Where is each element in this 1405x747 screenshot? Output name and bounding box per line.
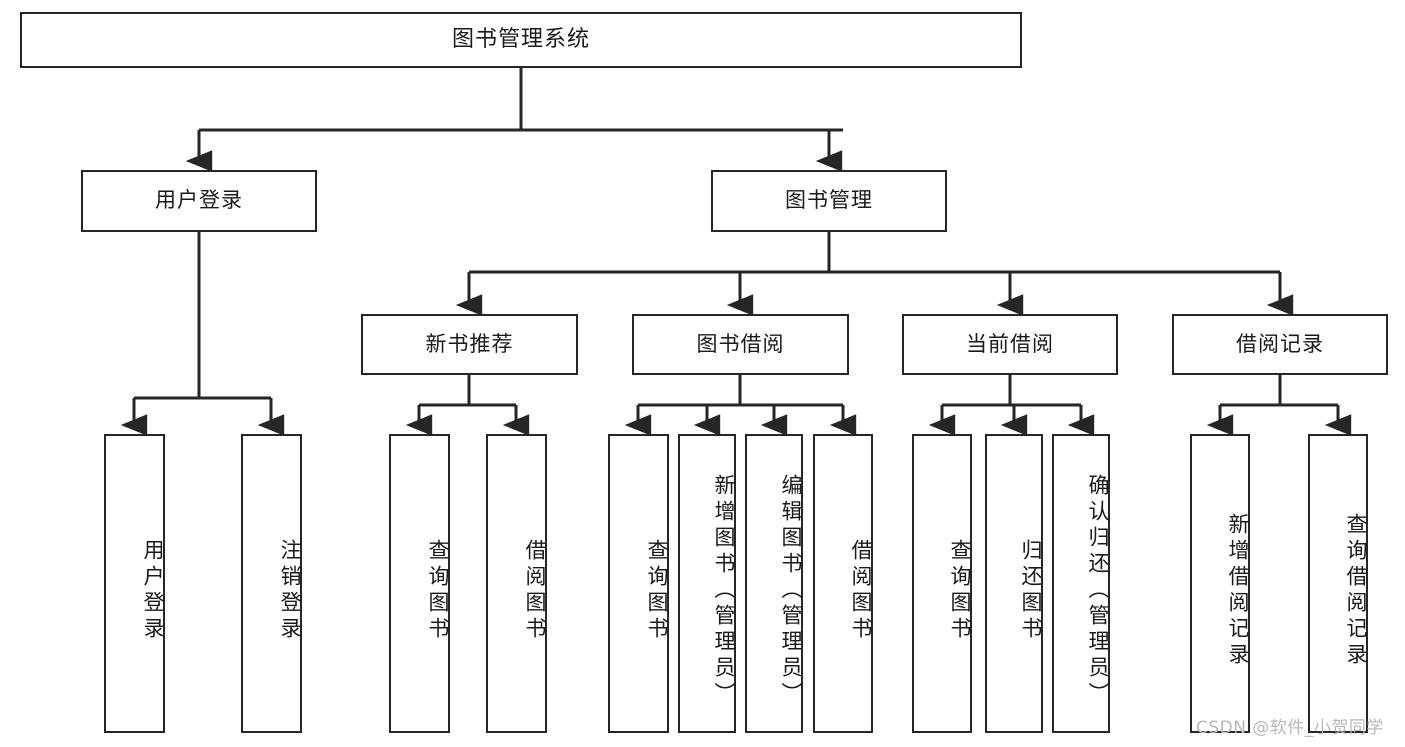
node-leaf-label: 查询图书 bbox=[426, 538, 450, 643]
node-leaf-logout[interactable]: 注销登录 bbox=[241, 434, 302, 733]
node-leaf-edit-book-admin[interactable]: 编辑图书（管理员） bbox=[745, 434, 803, 733]
node-leaf-label: 查询借阅记录 bbox=[1344, 512, 1368, 669]
node-leaf-label: 用户登录 bbox=[141, 538, 165, 643]
node-leaf-borrow-book-new[interactable]: 借阅图书 bbox=[486, 434, 547, 733]
node-leaf-label: 借阅图书 bbox=[523, 538, 547, 643]
node-leaf-query-borrow-record[interactable]: 查询借阅记录 bbox=[1308, 434, 1368, 733]
node-leaf-label: 查询图书 bbox=[645, 538, 669, 643]
node-leaf-add-book-admin[interactable]: 新增图书（管理员） bbox=[678, 434, 736, 733]
node-leaf-label: 新增借阅记录 bbox=[1226, 512, 1250, 669]
node-leaf-label: 查询图书 bbox=[948, 538, 972, 643]
node-leaf-return-book[interactable]: 归还图书 bbox=[985, 434, 1043, 733]
node-leaf-query-book-borrow[interactable]: 查询图书 bbox=[608, 434, 669, 733]
node-current-borrow[interactable]: 当前借阅 bbox=[902, 314, 1118, 375]
node-root-system[interactable]: 图书管理系统 bbox=[20, 12, 1022, 68]
node-leaf-query-book-new[interactable]: 查询图书 bbox=[389, 434, 450, 733]
node-leaf-label: 新增图书（管理员） bbox=[712, 473, 736, 708]
node-new-book-recommend[interactable]: 新书推荐 bbox=[361, 314, 578, 375]
node-leaf-label: 编辑图书（管理员） bbox=[779, 473, 803, 708]
node-leaf-label: 归还图书 bbox=[1019, 538, 1043, 643]
node-borrow-record[interactable]: 借阅记录 bbox=[1172, 314, 1388, 375]
node-leaf-query-book-current[interactable]: 查询图书 bbox=[912, 434, 972, 733]
node-leaf-label: 借阅图书 bbox=[849, 538, 873, 643]
node-leaf-user-login[interactable]: 用户登录 bbox=[104, 434, 165, 733]
node-book-borrow[interactable]: 图书借阅 bbox=[632, 314, 849, 375]
node-leaf-add-borrow-record[interactable]: 新增借阅记录 bbox=[1190, 434, 1250, 733]
node-user-login[interactable]: 用户登录 bbox=[81, 170, 317, 232]
node-leaf-label: 确认归还（管理员） bbox=[1086, 473, 1110, 708]
watermark-text: CSDN @软件_小贺同学 bbox=[1196, 718, 1384, 738]
node-leaf-label: 注销登录 bbox=[278, 538, 302, 643]
node-book-management[interactable]: 图书管理 bbox=[711, 170, 947, 232]
node-leaf-borrow-book[interactable]: 借阅图书 bbox=[813, 434, 873, 733]
node-leaf-confirm-return-admin[interactable]: 确认归还（管理员） bbox=[1052, 434, 1110, 733]
